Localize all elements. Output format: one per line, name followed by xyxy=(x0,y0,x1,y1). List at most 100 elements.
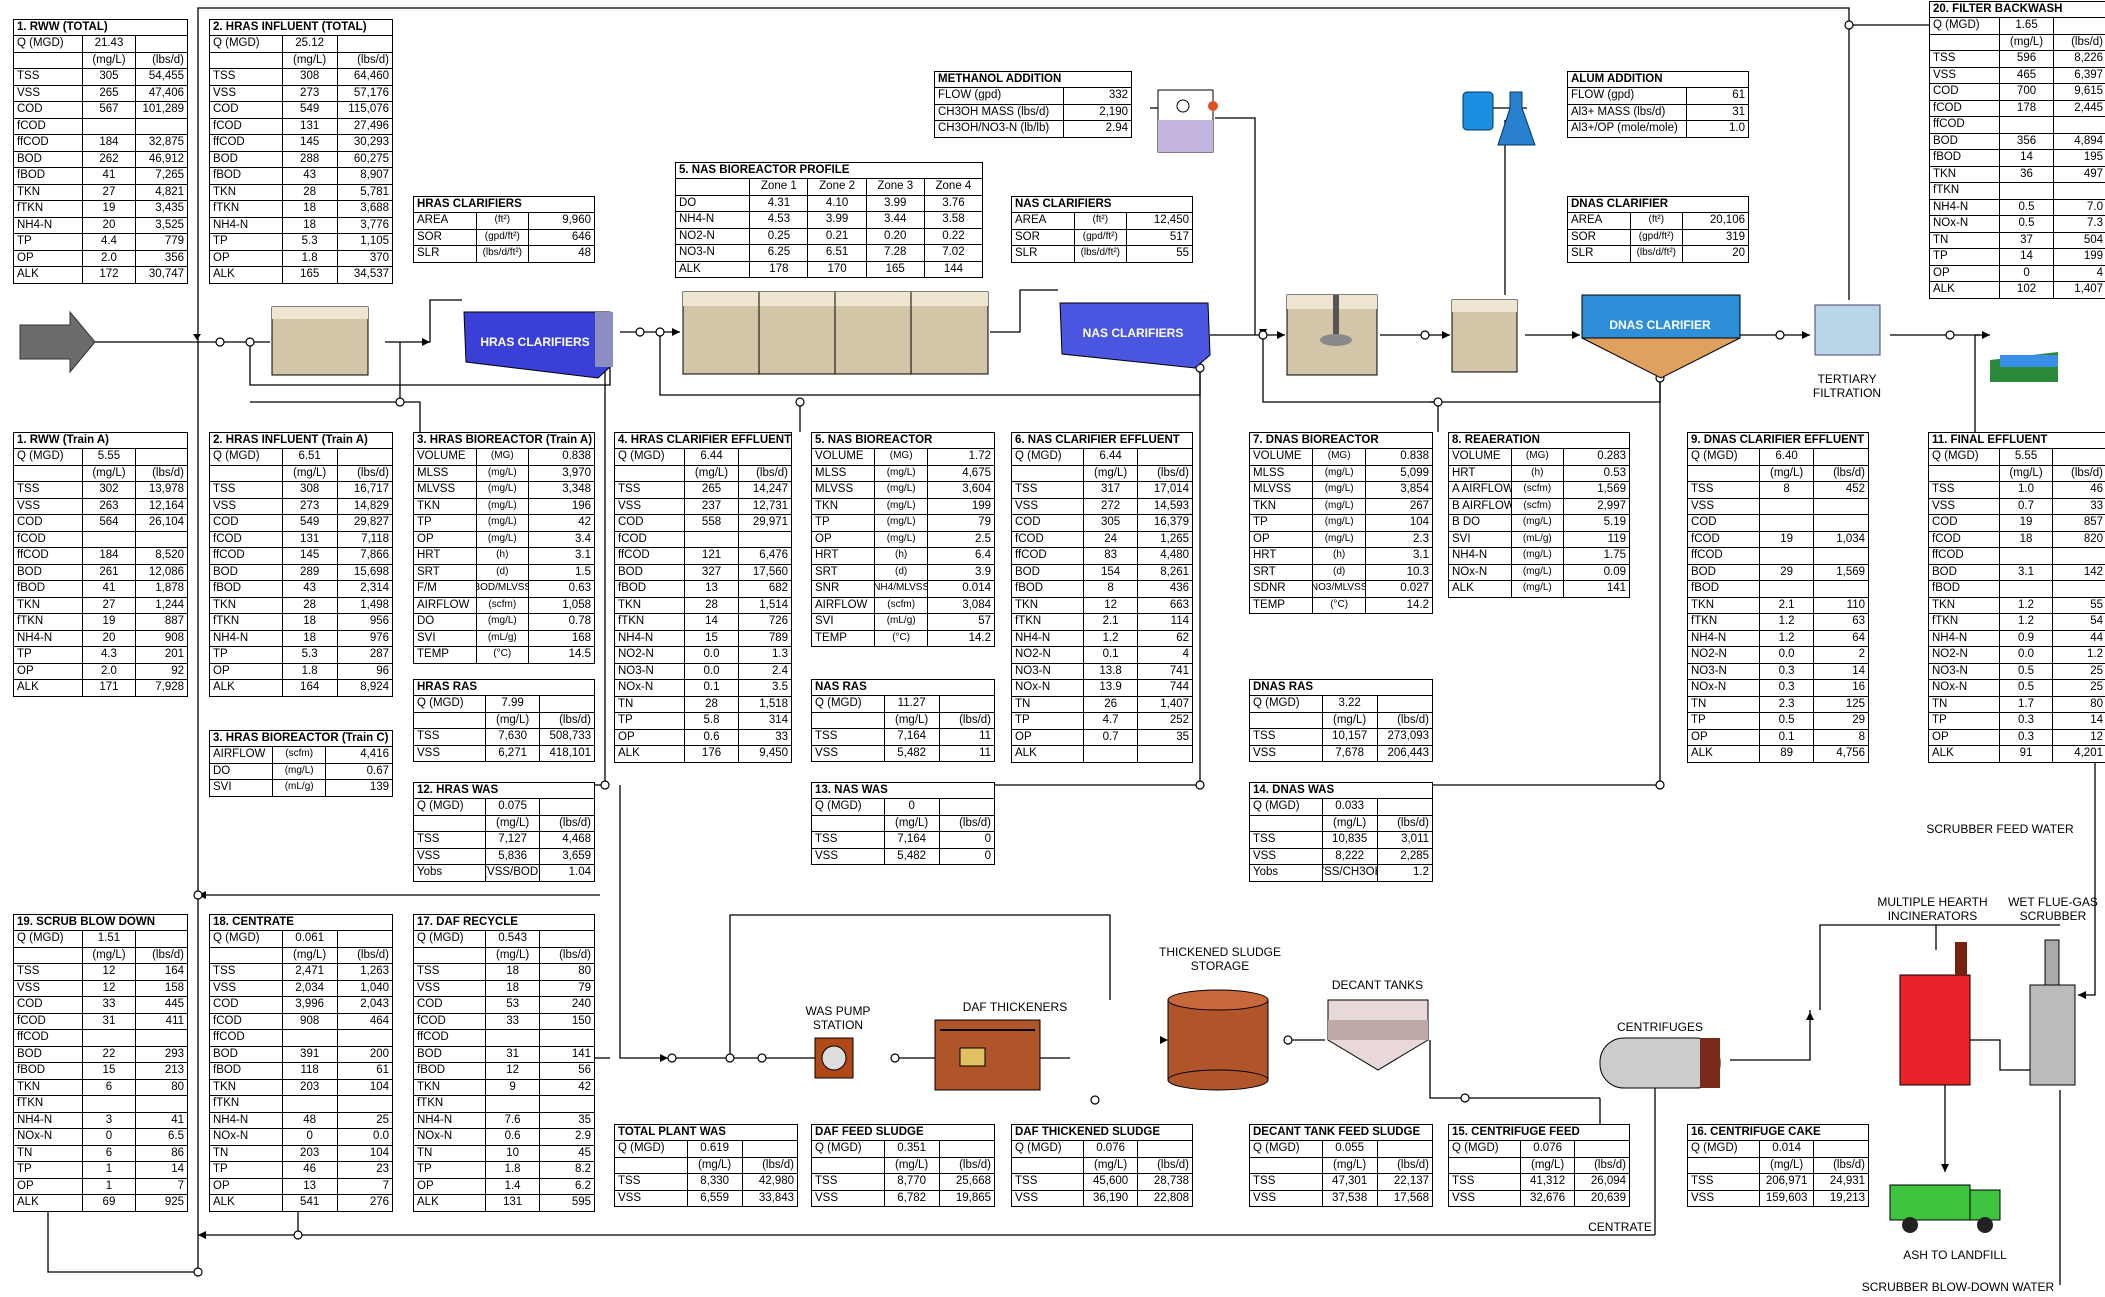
table-title: 20. FILTER BACKWASH xyxy=(1930,2,2105,18)
table-cell: 0.22 xyxy=(925,229,982,245)
table-row: fTKN xyxy=(414,1096,594,1113)
table-cell: OP xyxy=(210,664,283,680)
table-title: 1. RWW (Train A) xyxy=(14,433,187,449)
table-title: 9. DNAS CLARIFIER EFFLUENT xyxy=(1688,433,1868,449)
table-cell: 682 xyxy=(739,581,791,597)
table-cell: (lbs/d) xyxy=(338,466,392,482)
table-row: VSS xyxy=(1688,499,1868,516)
table-cell: (gpd/ft²) xyxy=(1075,230,1127,246)
table-cell: 6.4 xyxy=(928,548,994,564)
table-row: BOD26112,086 xyxy=(14,565,187,582)
table-cell: 1,518 xyxy=(739,697,791,713)
table-cell: TSS xyxy=(1688,1174,1760,1190)
table-t2a: 2. HRAS INFLUENT (Train A)Q (MGD)6.51(mg… xyxy=(209,432,393,697)
table-cell: 2,314 xyxy=(338,581,392,597)
table-cell: 4.10 xyxy=(808,196,866,212)
table-cell: 1,514 xyxy=(739,598,791,614)
table-row: fCOD xyxy=(615,532,791,549)
table-cell xyxy=(540,1030,594,1046)
table-row: Al3+ MASS (lbs/d)31 xyxy=(1568,105,1748,122)
table-cell: fBOD xyxy=(1929,581,2000,597)
table-cell: 1,105 xyxy=(338,234,392,250)
table-cell: TP xyxy=(812,515,875,531)
table-cell: 2,043 xyxy=(338,997,392,1013)
table-cell: 139 xyxy=(326,780,392,796)
table-cell: 0.076 xyxy=(1084,1141,1139,1157)
table-row: SVI(mL/g)119 xyxy=(1449,532,1629,549)
table-cell: Q (MGD) xyxy=(812,696,885,712)
table-cell: 33,843 xyxy=(743,1191,797,1207)
table-row: TN1.780 xyxy=(1929,697,2105,714)
table-cell: (mg/L) xyxy=(1084,1158,1139,1174)
table-row: FLOW (gpd)61 xyxy=(1568,88,1748,105)
table-cell: TKN xyxy=(1930,167,2000,183)
table-cell: ALK xyxy=(14,267,83,283)
table-cell: TSS xyxy=(615,482,685,498)
table-cell: VSS xyxy=(1250,746,1323,762)
table-dts: DAF THICKENED SLUDGEQ (MGD)0.076(mg/L)(l… xyxy=(1011,1124,1193,1207)
table-row: ffCOD18432,875 xyxy=(14,135,187,152)
table-cell: (scfm) xyxy=(1512,482,1564,498)
table-cell: COD xyxy=(1012,515,1084,531)
table-cell: 41 xyxy=(83,581,135,597)
table-row: fTKN xyxy=(1930,183,2105,200)
table-cell: COD xyxy=(210,102,283,118)
table-row: ALK1648,924 xyxy=(210,680,392,696)
table-cell: TSS xyxy=(812,729,885,745)
table-row: Q (MGD)0.543 xyxy=(414,931,594,948)
table-cell: 0.283 xyxy=(1564,449,1629,465)
table-cell: 0.67 xyxy=(326,764,392,780)
table-cell: 2.3 xyxy=(1366,532,1432,548)
table-cell: (mg/L) xyxy=(875,499,928,515)
table-cell: (lbs/d) xyxy=(540,948,594,964)
table-cell: 6 xyxy=(83,1080,135,1096)
table-row: SOR(gpd/ft²)517 xyxy=(1012,230,1192,247)
table-row: ffCOD xyxy=(210,1030,392,1047)
table-row: Q (MGD)0.619 xyxy=(615,1141,797,1158)
table-cell: 17,014 xyxy=(1138,482,1192,498)
table-cell: AREA xyxy=(1568,213,1631,229)
table-cell: (mg/L) xyxy=(283,466,338,482)
table-cell: 0.25 xyxy=(750,229,808,245)
table-row: TKN(mg/L)267 xyxy=(1250,499,1432,516)
table-cell: COD xyxy=(1929,515,2000,531)
table-cell: VSS xyxy=(812,746,885,762)
table-cell: 0.1 xyxy=(1760,730,1815,746)
table-title: DAF THICKENED SLUDGE xyxy=(1012,1125,1192,1141)
table-cell: 172 xyxy=(83,267,135,283)
table-cell: OP xyxy=(210,251,283,267)
table-row: SNR(NH4/MLVSS)0.014 xyxy=(812,581,994,598)
table-title: 11. FINAL EFFLUENT xyxy=(1929,433,2105,449)
table-title: 6. NAS CLARIFIER EFFLUENT xyxy=(1012,433,1192,449)
table-cell: fTKN xyxy=(615,614,685,630)
table-cell: 4,894 xyxy=(2054,134,2105,150)
table-row: BOD22293 xyxy=(14,1047,187,1064)
table-cell: 0.63 xyxy=(529,581,594,597)
table-row: NOx-N0.57.3 xyxy=(1930,216,2105,233)
table-cell: 6.25 xyxy=(750,245,808,261)
table-cell: (mL/g) xyxy=(875,614,928,630)
table-cell: VSS xyxy=(1688,1191,1760,1207)
table-cell: 4.53 xyxy=(750,212,808,228)
table-cell: 19 xyxy=(1760,532,1815,548)
table-cell: TKN xyxy=(1012,598,1084,614)
table-row: fBOD xyxy=(1929,581,2105,598)
table-cell: TSS xyxy=(1930,51,2000,67)
table-cell: COD xyxy=(210,515,283,531)
table-cell: ALK xyxy=(1930,282,2000,298)
table-cell: 1.65 xyxy=(2000,18,2053,34)
table-cell: (lbs/d) xyxy=(1814,466,1868,482)
table-title: 5. NAS BIOREACTOR PROFILE xyxy=(676,163,982,179)
table-cell xyxy=(1138,1141,1192,1157)
table-cell xyxy=(2053,548,2105,564)
table-row: TEMP(°C)14.5 xyxy=(414,647,594,663)
table-cell: VSS xyxy=(615,1191,688,1207)
table-cell: SOR xyxy=(1568,230,1631,246)
table-cell: Q (MGD) xyxy=(1929,449,2000,465)
table-cell: TKN xyxy=(210,598,283,614)
table-cell: 0.6 xyxy=(685,730,738,746)
table-cell: NOx-N xyxy=(1929,680,2000,696)
table-cell xyxy=(1012,1158,1084,1174)
table-cell: TP xyxy=(615,713,685,729)
table-cell: 28 xyxy=(283,185,338,201)
